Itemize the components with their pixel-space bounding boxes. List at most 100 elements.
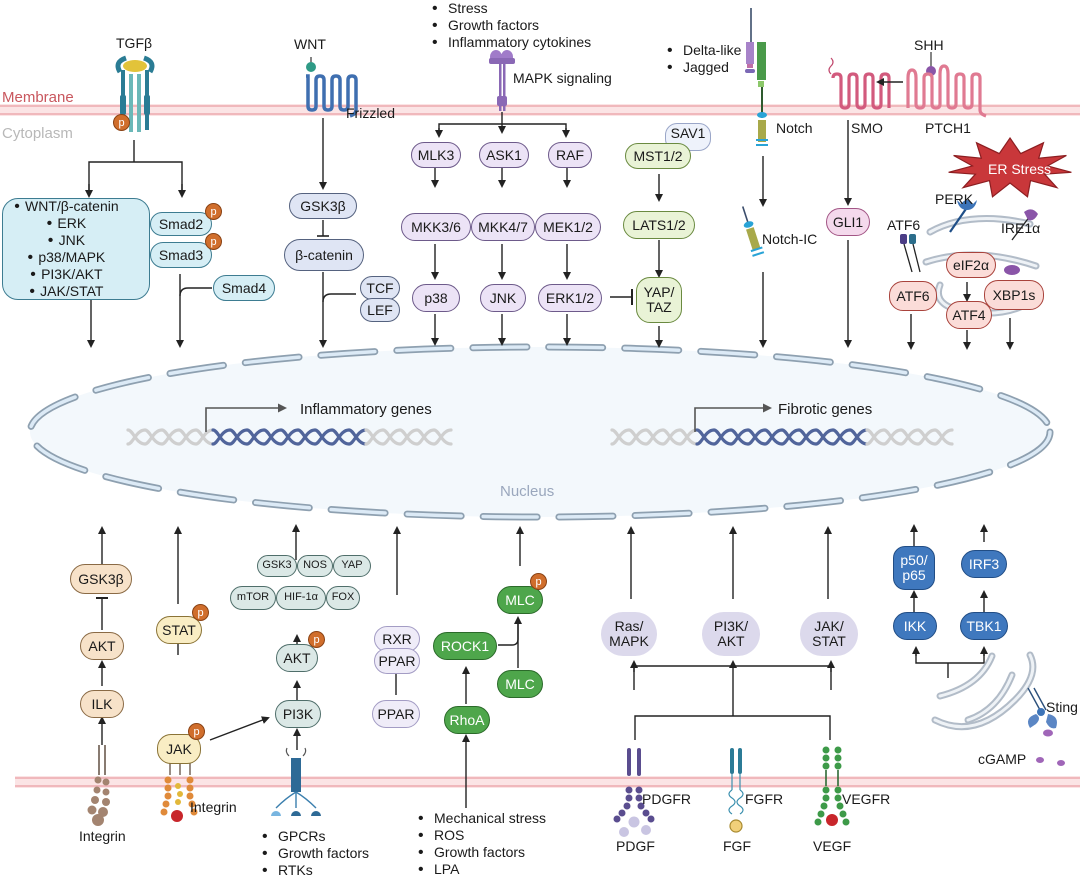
dna-strand	[831, 428, 852, 446]
yap-taz-node: YAP/ TAZ	[636, 277, 682, 323]
dna-strand	[763, 428, 784, 446]
ppar-complex-node: PPAR	[374, 648, 420, 674]
stat-label: STAT	[812, 633, 846, 649]
pdgfr-receptor-icon	[613, 748, 655, 837]
input-item: Growth factors	[262, 845, 369, 862]
dna-strand	[313, 428, 334, 446]
raf-node: RAF	[548, 142, 592, 168]
dna-strand	[245, 428, 266, 446]
phospho-badge: p	[205, 203, 222, 220]
crosstalk-item: WNT/β-catenin	[9, 198, 119, 215]
shh-label: SHH	[914, 37, 944, 53]
tgfb-crosstalk-box: WNT/β-cateninERKJNKp38/MAPKPI3K/AKTJAK/S…	[2, 198, 150, 300]
mst12-node: MST1/2	[625, 143, 691, 169]
integrin-jak-receptor-icon	[160, 755, 198, 822]
atf6-sensor-icon	[900, 234, 921, 273]
fibrotic-tss-arrow	[694, 403, 772, 432]
inflammatory-dna	[126, 428, 453, 446]
integrin-ilk-label: Integrin	[79, 828, 126, 844]
jnk-node: JNK	[480, 284, 526, 312]
smad3-node: Smad3	[150, 242, 212, 268]
mlc-phospho-node: MLC	[497, 586, 543, 614]
nos-node: NOS	[297, 555, 333, 577]
dna-strand	[661, 428, 682, 446]
crosstalk-item: p38/MAPK	[9, 249, 119, 266]
tcf-node: TCF	[360, 276, 400, 300]
dna-strand	[415, 428, 436, 446]
dna-strand	[746, 428, 767, 446]
ptch1-receptor-icon	[906, 52, 987, 118]
ligand-item: Jagged	[667, 59, 741, 76]
xbp1s-node: XBP1s	[984, 280, 1044, 310]
p50-label: p50/	[900, 552, 928, 569]
mkk36-node: MKK3/6	[401, 213, 471, 241]
phospho-badge: p	[113, 114, 130, 131]
lats12-node: LATS1/2	[623, 211, 695, 239]
dna-strand	[160, 428, 181, 446]
integrin-jak-label: Integrin	[190, 799, 237, 815]
lef-node: LEF	[360, 298, 400, 322]
mapk-receptor-icon	[489, 50, 515, 111]
input-item: Growth factors	[418, 844, 546, 861]
dna-strand	[678, 428, 699, 446]
rock1-node: ROCK1	[433, 632, 497, 660]
fgfr-receptor-icon	[728, 748, 744, 833]
pi3k-inputs-list: GPCRsGrowth factorsRTKs	[262, 828, 369, 879]
crosstalk-item: JNK	[9, 232, 119, 249]
ire1a-label: IRE1α	[1001, 220, 1041, 236]
phospho-badge: p	[205, 233, 222, 250]
dna-strand	[262, 428, 283, 446]
stimulus-item: Growth factors	[432, 17, 591, 34]
dna-strand	[432, 428, 453, 446]
notch-ic-icon	[741, 206, 765, 257]
ilk-node: ILK	[80, 690, 124, 718]
mtor-node: mTOR	[230, 586, 276, 610]
atf6-node: ATF6	[889, 281, 937, 311]
wnt-gsk3b-node: GSK3β	[289, 193, 357, 219]
tgfb-receptor-icon	[115, 55, 155, 132]
hif1a-node: HIF-1α	[276, 586, 326, 610]
notch-ic-label: Notch-IC	[762, 231, 818, 247]
mapk-signaling-label: MAPK signaling	[513, 70, 612, 86]
crosstalk-item: PI3K/AKT	[9, 266, 119, 283]
eif2a-node: eIF2α	[946, 252, 996, 278]
p38-node: p38	[412, 284, 460, 312]
smo-label: SMO	[851, 120, 883, 136]
p65-label: p65	[902, 567, 926, 583]
mapk-label: MAPK	[609, 633, 649, 649]
irf3-node: IRF3	[961, 550, 1007, 578]
rho-inputs-list: Mechanical stressROSGrowth factorsLPA	[418, 810, 546, 878]
dna-strand	[177, 428, 198, 446]
gli1-node: GLI1	[826, 208, 870, 236]
yap-node: YAP	[333, 555, 371, 577]
vegfr-receptor-icon	[814, 746, 850, 826]
membrane-label: Membrane	[2, 89, 74, 106]
atf6-sensor-label: ATF6	[887, 217, 921, 233]
notch-ligands-list: Delta-likeJagged	[667, 42, 741, 76]
pdgf-label: PDGF	[616, 838, 655, 854]
erk12-node: ERK1/2	[538, 284, 602, 312]
pi3k-akt-node: AKT	[276, 644, 318, 672]
bottom-membrane	[15, 776, 1080, 788]
mek12-node: MEK1/2	[535, 213, 601, 241]
input-item: LPA	[418, 861, 546, 878]
taz-label: TAZ	[646, 299, 672, 315]
nucleus	[26, 343, 1054, 521]
mlk3-node: MLK3	[411, 142, 461, 168]
fibrotic-dna	[610, 428, 954, 446]
yap-label: YAP/	[643, 284, 675, 301]
dna-strand	[848, 428, 869, 446]
pi3k-akt-effector-node: PI3K/ AKT	[702, 612, 760, 656]
dna-strand	[143, 428, 164, 446]
dna-strand	[194, 428, 215, 446]
tgfb-ligand-label: TGFβ	[116, 35, 153, 51]
vegf-label: VEGF	[813, 838, 852, 854]
atf4-node: ATF4	[946, 301, 992, 329]
perk-sensor-icon	[949, 200, 977, 233]
crosstalk-item: ERK	[9, 215, 119, 232]
dna-strand	[882, 428, 903, 446]
tgfb-crosstalk-list: WNT/β-cateninERKJNKp38/MAPKPI3K/AKTJAK/S…	[9, 198, 119, 300]
beta-catenin-node: β-catenin	[284, 239, 364, 271]
gsk3-node: GSK3	[257, 555, 297, 577]
